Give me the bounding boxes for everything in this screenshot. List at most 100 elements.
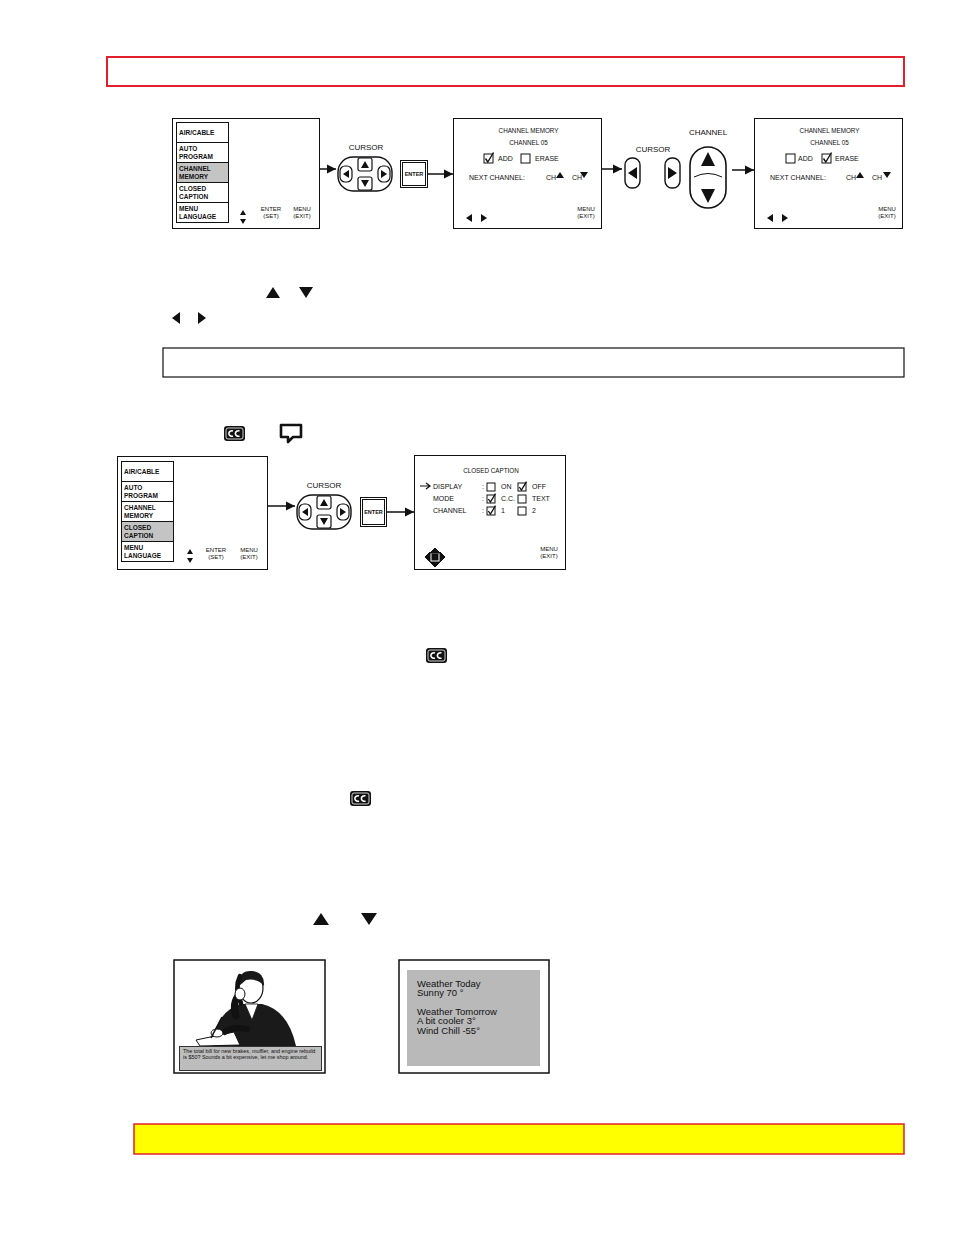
menu-item: AIR/CABLE xyxy=(176,122,229,143)
screen-text: MENU (EXIT) xyxy=(872,206,902,219)
checkbox xyxy=(518,495,526,503)
screen-text: MENU (EXIT) xyxy=(286,206,318,219)
screen-text: ENTER (SET) xyxy=(200,547,232,560)
menu-item-label: AUTO PROGRAM xyxy=(179,145,226,159)
cursor-left-right xyxy=(625,158,680,188)
menu-item-label: CHANNEL MEMORY xyxy=(179,165,226,179)
menu-item: AUTO PROGRAM xyxy=(121,481,174,502)
closed-caption-screen: CLOSED CAPTIONDISPLAY:ONOFFMODE:C.C.TEXT… xyxy=(414,455,566,570)
enter-button: ENTER xyxy=(360,497,387,527)
checkbox xyxy=(518,482,527,491)
screen-text: CH xyxy=(546,174,556,182)
menu-item: AIR/CABLE xyxy=(121,461,174,482)
caption-text: The total bill for new brakes, muffler, … xyxy=(183,1049,318,1060)
checkbox xyxy=(786,154,795,163)
panel-text: A bit cooler 3° xyxy=(417,1016,476,1026)
menu-item-label: AIR/CABLE xyxy=(179,129,226,136)
menu-item-label: MENU LANGUAGE xyxy=(179,205,226,219)
decor-shape xyxy=(432,554,438,560)
up-down-arrows xyxy=(240,210,246,224)
menu-item: CLOSED CAPTION xyxy=(121,521,174,542)
menu-item-label: MENU LANGUAGE xyxy=(124,544,171,558)
decor-shape xyxy=(701,152,715,203)
menu-item-label: CLOSED CAPTION xyxy=(179,185,226,199)
decor-shape xyxy=(628,167,677,179)
button-label: ENTER xyxy=(364,509,383,515)
button-label: CURSOR xyxy=(307,482,342,491)
decor-shape xyxy=(239,971,264,986)
panel-text: Wind Chill -55° xyxy=(417,1026,480,1036)
menu-item-label: CHANNEL MEMORY xyxy=(124,504,171,518)
channel-button: CHANNEL xyxy=(684,129,732,211)
screen-text: OFF xyxy=(532,483,546,491)
screen-text: CHANNEL MEMORY xyxy=(755,128,904,135)
screen-text: MENU (EXIT) xyxy=(233,547,265,560)
checkbox xyxy=(487,494,496,503)
four-way-arrows xyxy=(425,548,445,567)
checkbox xyxy=(822,153,832,164)
screen-text: CHANNEL 05 xyxy=(454,140,603,147)
menu-screen: ENTER (SET)MENU (EXIT) AIR/CABLE AUTO PROG… xyxy=(172,118,320,229)
left-right-arrows xyxy=(767,214,788,222)
pointer-arrow xyxy=(420,483,430,489)
cursor-pad xyxy=(338,157,392,191)
cc-icon xyxy=(426,648,447,663)
menu-item-label: CLOSED CAPTION xyxy=(124,524,171,538)
menu-item: CLOSED CAPTION xyxy=(176,182,229,203)
footer-bar xyxy=(134,1124,904,1154)
flow-arrow xyxy=(428,173,453,175)
button-label: ENTER xyxy=(405,171,424,177)
decor-shape xyxy=(245,1004,258,1020)
button-label: CURSOR xyxy=(636,146,671,155)
screen-text: 1 xyxy=(501,507,505,515)
checkbox xyxy=(518,507,526,515)
screen-text: : xyxy=(482,507,484,515)
screen-text: CH xyxy=(872,174,882,182)
screen-text: ON xyxy=(501,483,512,491)
button-label: CHANNEL xyxy=(689,129,727,138)
screen-text: CH xyxy=(846,174,856,182)
cc-icon xyxy=(350,791,371,806)
flow-arrow xyxy=(602,168,622,170)
screen-text: ERASE xyxy=(535,155,559,163)
screen-text: CHANNEL 05 xyxy=(755,140,904,147)
cc-icon xyxy=(224,426,245,441)
up-down-arrows xyxy=(187,549,193,563)
checkbox xyxy=(487,506,496,515)
panel-text: Sunny 70 ° xyxy=(417,988,464,998)
decor-shape xyxy=(694,174,722,178)
up-down-arrows xyxy=(313,913,377,925)
checkbox xyxy=(484,153,494,164)
cursor-button: CURSOR xyxy=(336,144,396,194)
menu-item: MENU LANGUAGE xyxy=(121,541,174,562)
man-on-phone xyxy=(196,971,296,1046)
flow-arrow xyxy=(320,168,336,170)
enter-button: ENTER xyxy=(400,160,428,188)
screen-text: 2 xyxy=(532,507,536,515)
screen-text: CLOSED CAPTION xyxy=(415,468,567,475)
checkbox xyxy=(487,483,495,491)
text-icon xyxy=(281,425,301,442)
note-box xyxy=(163,348,904,377)
flow-arrow xyxy=(387,511,414,513)
screen-text: MENU (EXIT) xyxy=(534,546,564,559)
caption-box: The total bill for new brakes, muffler, … xyxy=(179,1046,322,1071)
channel-memory-screen: CHANNEL MEMORYCHANNEL 05ADDERASENEXT CHA… xyxy=(453,118,602,229)
flow-arrow xyxy=(732,169,754,171)
screen-text: : xyxy=(482,483,484,491)
screen-text: C.C. xyxy=(501,495,515,503)
decor-shape xyxy=(690,147,726,208)
picture-frame xyxy=(174,960,325,1073)
menu-screen: ENTER (SET)MENU (EXIT) AIR/CABLE AUTO PROG… xyxy=(117,456,268,570)
header-bar xyxy=(107,57,904,86)
decor-shape xyxy=(425,548,445,567)
screen-text: MENU (EXIT) xyxy=(571,206,601,219)
cursor-button: CURSOR xyxy=(622,146,684,192)
screen-text: : xyxy=(482,495,484,503)
button-label: CURSOR xyxy=(349,144,384,153)
channel-rocker xyxy=(690,147,726,208)
screen-text: ENTER (SET) xyxy=(255,206,287,219)
menu-item-label: AIR/CABLE xyxy=(124,468,171,475)
